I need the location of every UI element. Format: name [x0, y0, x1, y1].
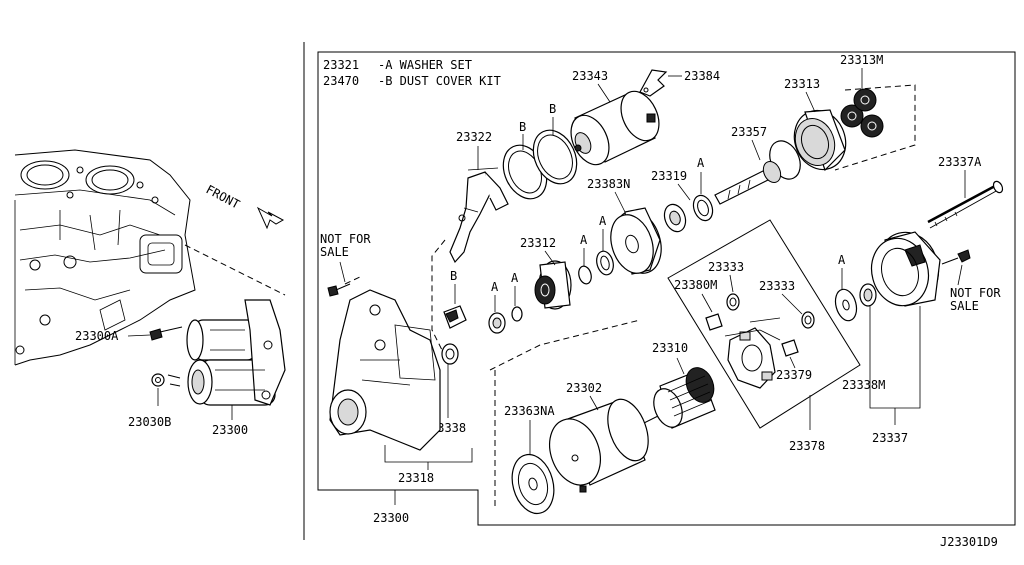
label-23300A: 23300A [75, 329, 119, 343]
letter-a-4: A [511, 271, 519, 285]
washer-a-1 [692, 194, 714, 222]
letter-a-2: A [580, 233, 588, 247]
brush-holder-23378 [724, 317, 781, 389]
label-23310: 23310 [652, 341, 688, 355]
shift-lever-23322 [449, 171, 509, 264]
gasket-b-2 [532, 129, 578, 185]
label-23313M: 23313M [840, 53, 883, 67]
label-23379: 23379 [776, 368, 812, 382]
letter-b-3: B [450, 269, 457, 283]
letter-a-3: A [599, 214, 607, 228]
front-arrow-icon [256, 206, 285, 230]
label-23357: 23357 [731, 125, 767, 139]
label-23322: 23322 [456, 130, 492, 144]
bushing-23338 [441, 343, 459, 365]
diagram-code: J23301D9 [940, 535, 998, 549]
label-23333-1: 23333 [708, 260, 744, 274]
screw-not-for-sale-left [327, 283, 351, 297]
letter-a-5: A [491, 280, 499, 294]
ring-a-2 [578, 265, 592, 285]
label-23343: 23343 [572, 69, 608, 83]
cover-23363NA [511, 453, 555, 515]
bushing-a-5 [488, 312, 506, 334]
letter-b-1: B [519, 120, 526, 134]
bracket-23384 [639, 69, 668, 97]
label-23333-2: 23333 [759, 279, 795, 293]
planetary-housing-23313 [793, 109, 847, 172]
label-23380M: 23380M [674, 278, 717, 292]
legend: 23321 -A WASHER SET 23470 -B DUST COVER … [323, 58, 501, 88]
exploded-view-frame [317, 51, 1016, 526]
label-23384: 23384 [684, 69, 720, 83]
bearing-23338M [859, 283, 877, 307]
not-for-sale-right-1: NOT FOR [950, 286, 1001, 300]
label-23300-small: 23300 [212, 423, 248, 437]
label-23313: 23313 [784, 77, 820, 91]
not-for-sale-left-2: SALE [320, 245, 349, 259]
label-23337A: 23337A [938, 155, 982, 169]
brush-holder-box [667, 219, 861, 429]
bearing-23319 [663, 203, 687, 233]
front-indicator: FRONT [204, 182, 285, 230]
letter-a-1: A [697, 156, 705, 170]
brush-23379 [781, 339, 799, 357]
nut-23030B [151, 373, 181, 387]
engine-block-drawing [14, 149, 286, 366]
rear-cover-23337 [870, 231, 941, 307]
not-for-sale-right-2: SALE [950, 299, 979, 313]
spring-23333-2 [801, 311, 815, 329]
clutch-23312 [534, 260, 572, 310]
brush-23380M [705, 313, 723, 331]
planet-gears-23313M [840, 88, 884, 138]
label-23030B: 23030B [128, 415, 171, 429]
pinion-shaft-23357 [714, 140, 801, 205]
through-bolt-23337A [927, 180, 1004, 229]
legend-text-2: -B DUST COVER KIT [378, 74, 501, 88]
armature-23310 [639, 367, 716, 429]
label-23378: 23378 [789, 439, 825, 453]
legend-code-2: 23470 [323, 74, 359, 88]
label-23302: 23302 [566, 381, 602, 395]
ring-a-4 [511, 306, 523, 322]
label-23338M: 23338M [842, 378, 885, 392]
not-for-sale-left-1: NOT FOR [320, 232, 371, 246]
label-23383N: 23383N [587, 177, 630, 191]
label-23363NA: 23363NA [504, 404, 555, 418]
solenoid-23343 [570, 90, 660, 166]
front-label: FRONT [204, 182, 242, 211]
legend-code-1: 23321 [323, 58, 359, 72]
label-23318: 23318 [398, 471, 434, 485]
legend-text-1: -A WASHER SET [378, 58, 472, 72]
label-23337: 23337 [872, 431, 908, 445]
washer-a-6 [834, 288, 858, 322]
front-housing-23318 [329, 289, 441, 451]
starter-assembly-small [186, 299, 286, 406]
dust-cover-b [443, 305, 467, 329]
yoke-23302 [549, 398, 649, 493]
screw-not-for-sale-right [941, 249, 971, 265]
label-23312: 23312 [520, 236, 556, 250]
letter-b-2: B [549, 102, 556, 116]
letter-a-6: A [838, 253, 846, 267]
spring-23333-1 [726, 293, 740, 311]
label-23319: 23319 [651, 169, 687, 183]
cover-23383N [610, 207, 662, 275]
ring-a-3 [596, 250, 614, 276]
label-23300-main: 23300 [373, 511, 409, 525]
bolt-23300A [149, 326, 183, 341]
